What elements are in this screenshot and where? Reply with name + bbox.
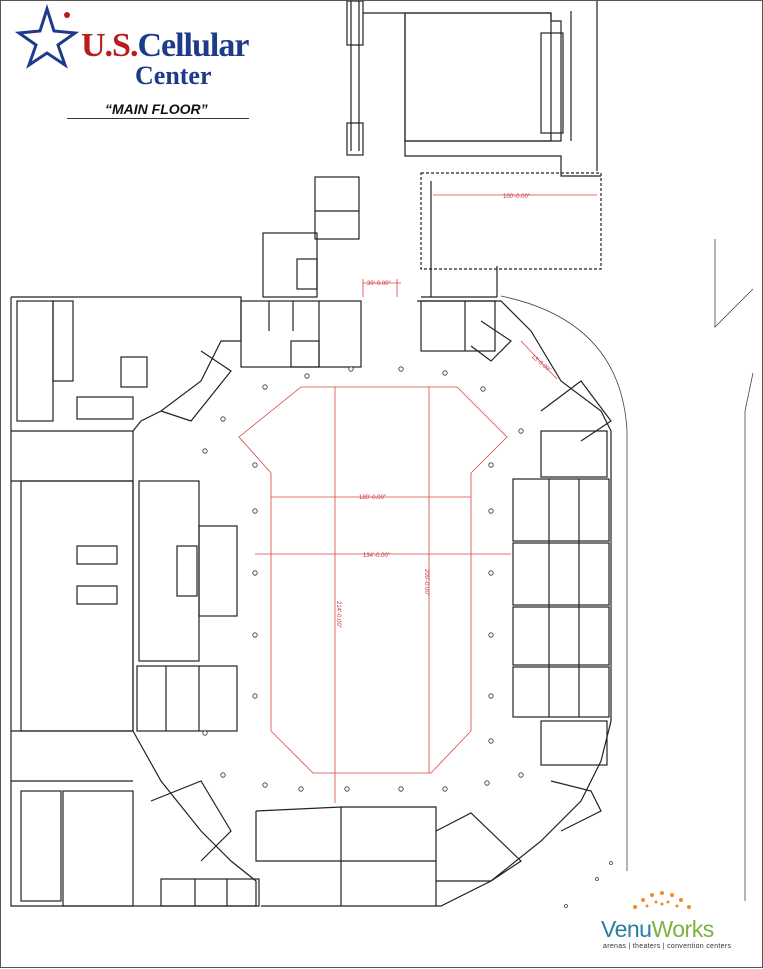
star-logo-icon: [14, 4, 80, 69]
dim-width-main: 134'-0.00": [363, 553, 390, 559]
dim-corridor: 13'-0.00": [530, 354, 552, 374]
site-boundary: [500, 239, 754, 908]
dim-length-left: 214'-0.00": [335, 601, 341, 628]
dim-width-upper: 180'-0.00": [359, 495, 386, 501]
brand-us: U.S.: [81, 27, 138, 64]
title-underline: [67, 118, 249, 119]
venuworks-wordmark: VenuWorks: [601, 916, 714, 943]
dim-gate-top: 30'-0.00": [367, 281, 391, 287]
venuworks-tagline: arenas | theaters | convention centers: [603, 943, 732, 950]
venuworks-venu: Venu: [601, 916, 652, 942]
column-markers: [202, 366, 524, 792]
floor-title: “MAIN FLOOR”: [105, 101, 208, 117]
venuworks-works: Works: [651, 916, 714, 942]
dim-length-right: 200'-0.00": [423, 569, 429, 596]
brand-cellular: Cellular: [137, 27, 249, 64]
us-cellular-wordmark: U.S.Cellular: [81, 27, 249, 65]
building-outline: [10, 1, 612, 907]
brand-center: Center: [135, 61, 212, 90]
dimension-labels: 180'-0.00" 134'-0.00" 214'-0.00" 200'-0.…: [335, 194, 552, 628]
venuworks-burst-icon: [633, 891, 691, 909]
arena-floor-outline: [238, 194, 597, 803]
dim-dock: 100'-0.00": [503, 194, 530, 200]
